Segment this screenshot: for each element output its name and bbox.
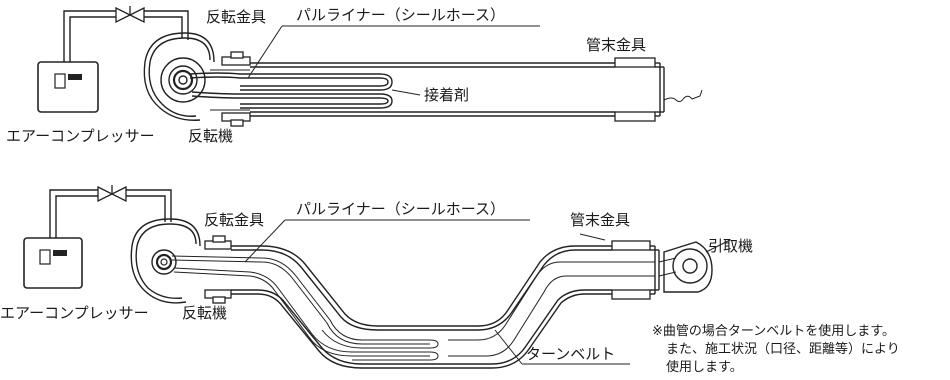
top-rope bbox=[663, 89, 703, 103]
bottom-reversal-fitting-label: 反転金具 bbox=[204, 211, 264, 229]
top-air-hose bbox=[63, 10, 189, 62]
top-valve-icon bbox=[115, 6, 145, 24]
bottom-diagram: 反転金具 パルライナー（シールホース） 管末金具 引取機 エアーコンプレッサー … bbox=[0, 185, 900, 375]
top-adhesive-label: 接着剤 bbox=[424, 86, 469, 104]
note-line-2: また、施工状況（口径、距離等）により bbox=[666, 341, 900, 357]
top-diagram: 反転金具 パルライナー（シールホース） 管末金具 接着剤 エアーコンプレッサー … bbox=[6, 6, 703, 145]
note-line-3: 使用します。 bbox=[666, 359, 743, 375]
top-compressor-label: エアーコンプレッサー bbox=[6, 127, 155, 145]
top-liner-label: パルライナー（シールホース） bbox=[296, 6, 505, 24]
top-end-fitting bbox=[614, 57, 656, 122]
bottom-end-fitting-label: 管末金具 bbox=[570, 211, 630, 229]
bottom-reversal-fitting bbox=[204, 235, 232, 304]
bottom-reversal-machine-label: 反転機 bbox=[182, 304, 227, 322]
note-line-1: ※曲管の場合ターンベルトを使用します。 bbox=[652, 323, 895, 339]
top-liner bbox=[189, 69, 393, 111]
bottom-turn-belt-label: ターンベルト bbox=[526, 345, 615, 363]
bottom-valve-icon bbox=[97, 185, 127, 203]
bottom-air-compressor bbox=[23, 237, 83, 289]
top-reversal-machine bbox=[143, 32, 215, 121]
bottom-puller-label: 引取機 bbox=[708, 237, 753, 255]
top-air-compressor bbox=[37, 61, 99, 113]
bottom-puller bbox=[658, 241, 713, 293]
bottom-compressor-label: エアーコンプレッサー bbox=[0, 304, 149, 322]
bottom-end-fitting bbox=[611, 240, 651, 300]
bottom-liner bbox=[171, 255, 655, 361]
top-reversal-machine-label: 反転機 bbox=[188, 127, 233, 145]
top-pipe bbox=[250, 62, 665, 117]
top-reversal-fitting-label: 反転金具 bbox=[206, 8, 266, 26]
bottom-reversal-machine bbox=[130, 218, 201, 304]
bottom-liner-label: パルライナー（シールホース） bbox=[296, 200, 505, 218]
top-reversal-fitting bbox=[221, 51, 251, 127]
top-end-fitting-label: 管末金具 bbox=[586, 36, 646, 54]
bottom-air-hose bbox=[49, 189, 172, 238]
